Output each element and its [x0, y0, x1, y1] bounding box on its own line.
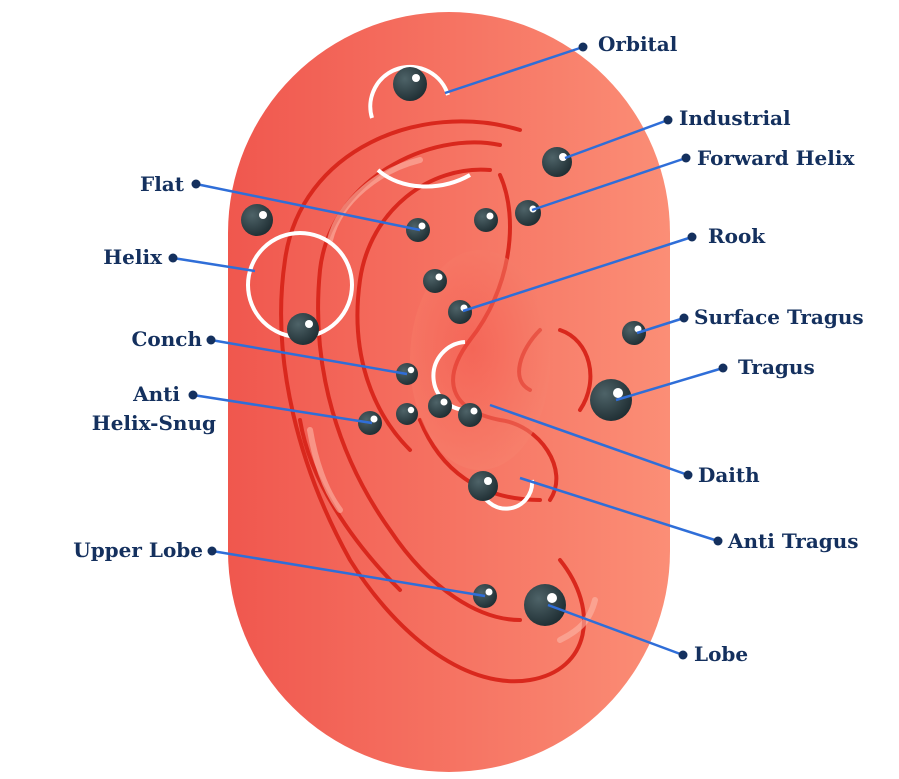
- label-industrial: Industrial: [679, 106, 791, 130]
- helix-ball-bottom: [287, 313, 319, 345]
- label-lobe: Lobe: [694, 642, 748, 666]
- rook-ball-1: [423, 269, 447, 293]
- piercing-balls: [241, 67, 646, 626]
- industrial-ball: [542, 147, 572, 177]
- daith-ball-2: [458, 403, 482, 427]
- orbital-ball: [393, 67, 427, 101]
- anti-tragus-ball: [468, 471, 498, 501]
- label-tragus: Tragus: [738, 355, 815, 379]
- label-anti-tragus: Anti Tragus: [727, 529, 859, 553]
- label-upper-lobe: Upper Lobe: [73, 538, 203, 562]
- lobe-ball: [524, 584, 566, 626]
- piercing-labels: Orbital Industrial Forward Helix Flat Ro…: [73, 32, 863, 666]
- label-orbital: Orbital: [598, 32, 678, 56]
- helix-ball-top: [241, 204, 273, 236]
- daith-ball-1: [428, 394, 452, 418]
- label-flat: Flat: [140, 172, 185, 196]
- label-forward-helix: Forward Helix: [697, 146, 855, 170]
- label-conch: Conch: [131, 327, 202, 351]
- label-rook: Rook: [708, 224, 766, 248]
- label-daith: Daith: [698, 463, 760, 487]
- forward-helix-ball-1: [515, 200, 541, 226]
- label-dots: [168, 42, 728, 660]
- label-anti-helix-snug-line1: Anti: [132, 382, 180, 406]
- surface-tragus-ball: [622, 321, 646, 345]
- label-anti-helix-snug-line2: Helix-Snug: [92, 411, 216, 435]
- label-helix: Helix: [103, 245, 163, 269]
- ear-highlights: [307, 157, 598, 643]
- pointer-lines: [172, 45, 724, 657]
- tragus-ball: [590, 379, 632, 421]
- forward-helix-ball-2: [474, 208, 498, 232]
- label-surface-tragus: Surface Tragus: [694, 305, 864, 329]
- rook-ball-2: [448, 300, 472, 324]
- snug-ball-2: [396, 403, 418, 425]
